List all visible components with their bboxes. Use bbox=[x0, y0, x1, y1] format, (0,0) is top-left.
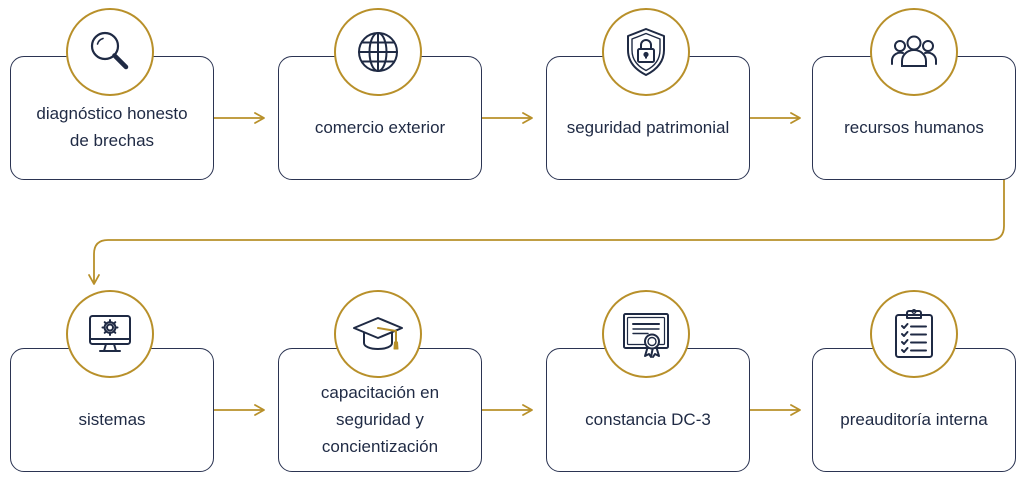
step-box-comercio-exterior: comercio exterior bbox=[278, 56, 482, 180]
globe-icon bbox=[358, 32, 398, 72]
step-box-preauditoria: preauditoría interna bbox=[812, 348, 1016, 472]
icon-circle-constancia-dc3 bbox=[602, 290, 690, 378]
step-box-diagnostico: diagnóstico honesto de brechas bbox=[10, 56, 214, 180]
arrow-4-to-5 bbox=[88, 70, 1005, 285]
step-label: constancia DC-3 bbox=[585, 409, 711, 429]
monitor-gear-icon bbox=[89, 315, 131, 352]
icon-circle-preauditoria bbox=[870, 290, 958, 378]
step-label: diagnóstico honesto de brechas bbox=[36, 104, 188, 150]
graduation-cap-icon bbox=[353, 317, 403, 350]
icon-circle-capacitacion bbox=[334, 290, 422, 378]
step-label: seguridad patrimonial bbox=[566, 117, 730, 137]
step-label: comercio exterior bbox=[314, 117, 446, 137]
icon-circle-seguridad-patrimonial bbox=[602, 8, 690, 96]
icon-circle-recursos-humanos bbox=[870, 8, 958, 96]
certificate-icon bbox=[623, 313, 669, 358]
clipboard-checklist-icon bbox=[895, 309, 933, 358]
icon-circle-comercio-exterior bbox=[334, 8, 422, 96]
step-label: capacitación en seguridad y concientizac… bbox=[320, 382, 440, 456]
step-label: preauditoría interna bbox=[840, 409, 988, 429]
shield-lock-icon bbox=[627, 28, 665, 76]
icon-circle-diagnostico bbox=[66, 8, 154, 96]
step-label: sistemas bbox=[78, 409, 146, 429]
step-label: recursos humanos bbox=[844, 117, 984, 137]
magnifier-icon bbox=[90, 31, 129, 70]
icon-circle-sistemas bbox=[66, 290, 154, 378]
people-group-icon bbox=[891, 35, 937, 67]
